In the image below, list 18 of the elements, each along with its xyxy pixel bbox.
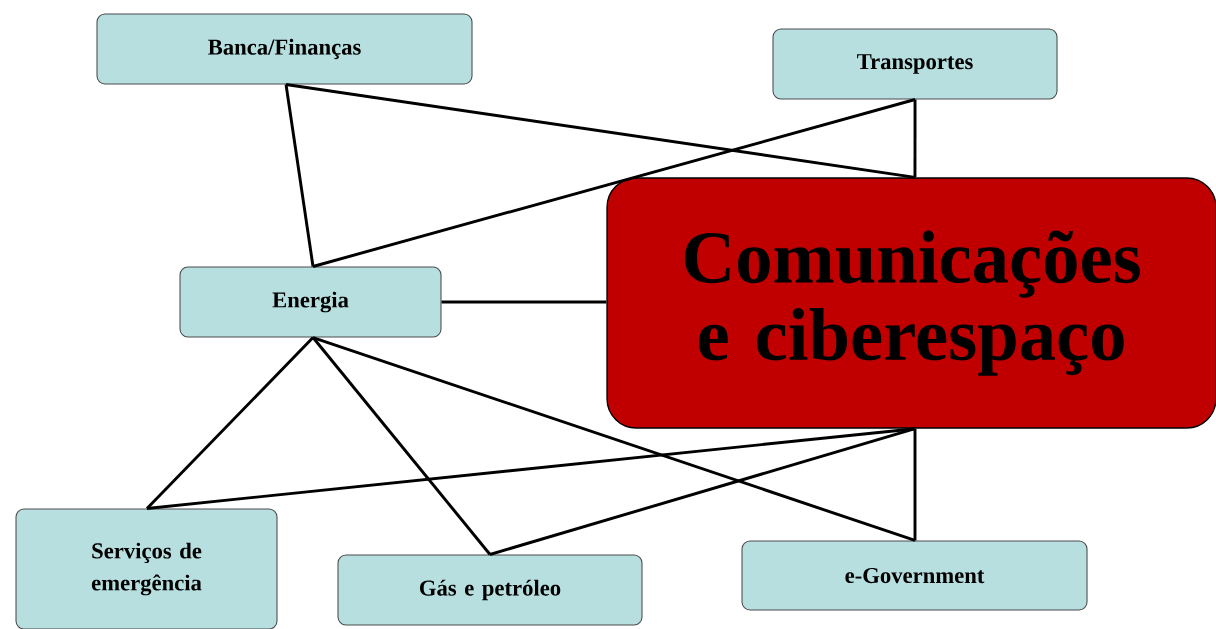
- connector-line: [145, 336, 315, 510]
- title-box: Comunicações e ciberespaço: [606, 177, 1216, 429]
- connector-line: [284, 84, 315, 267]
- connector-line: [441, 300, 607, 304]
- connector-line: [311, 336, 492, 556]
- connector-line: [489, 427, 916, 556]
- sector-box: Energia: [179, 266, 442, 338]
- sector-box: Banca/Finanças: [96, 13, 473, 85]
- sector-box: e-Government: [741, 540, 1088, 611]
- connector-line: [913, 428, 917, 541]
- connector-line: [312, 336, 916, 542]
- connector-line: [146, 427, 916, 510]
- connector-line: [312, 98, 916, 268]
- sector-box: Serviços de emergência: [15, 508, 278, 629]
- sector-box: Transportes: [772, 28, 1058, 100]
- connector-line: [285, 83, 916, 179]
- connector-line: [913, 99, 917, 178]
- sector-box: Gás e petróleo: [337, 554, 643, 626]
